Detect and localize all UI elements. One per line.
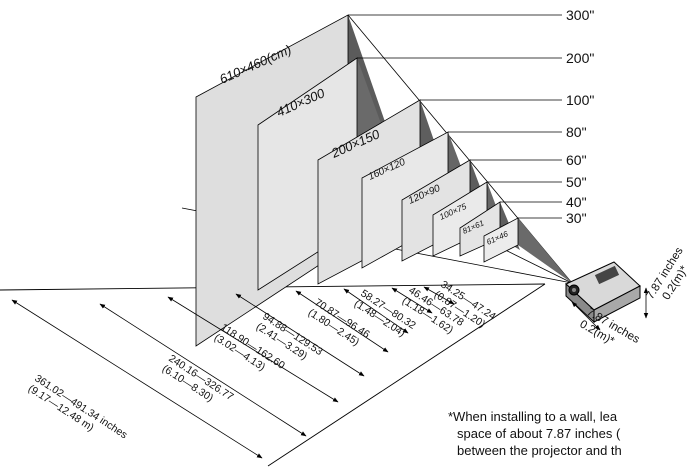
installation-note: *When installing to a wall, lea space of…: [448, 408, 699, 459]
distance-300-inches: 361.02—491.34 inches: [32, 372, 129, 441]
diagonal-label-200: 200": [566, 50, 594, 66]
diagonal-label-50: 50": [566, 174, 587, 190]
distance-arrow-40: [391, 287, 433, 314]
note-line-1: *When installing to a wall, lea: [448, 409, 618, 424]
distance-arrow-50: [343, 288, 409, 334]
note-line-2: space of about 7.87 inches (: [457, 426, 621, 441]
size-leader-lines: [348, 14, 562, 219]
screen-30: [483, 217, 572, 283]
note-line-3: between the projector and th: [457, 443, 622, 458]
distance-300: 361.02—491.34 inches (9.17—12.48 m): [26, 372, 130, 441]
distance-200: 240.16—326.77 (6.10—8.30): [160, 352, 236, 404]
diagonal-label-60: 60": [566, 152, 587, 168]
distance-arrows: [11, 286, 455, 459]
diagonal-label-40: 40": [566, 194, 587, 210]
clearance-arrows: [571, 287, 649, 331]
distance-arrow-60: [295, 290, 389, 353]
distance-arrow-30: [423, 286, 455, 305]
diagonal-label-100: 100": [566, 92, 594, 108]
diagonal-label-300: 300": [566, 7, 594, 23]
diagonal-labels: 300" 200" 100" 80" 60" 50" 40" 30": [566, 7, 594, 226]
distance-labels: 361.02—491.34 inches (9.17—12.48 m) 240.…: [26, 278, 498, 441]
diagonal-label-80: 80": [566, 124, 587, 140]
diagonal-label-30: 30": [566, 210, 587, 226]
